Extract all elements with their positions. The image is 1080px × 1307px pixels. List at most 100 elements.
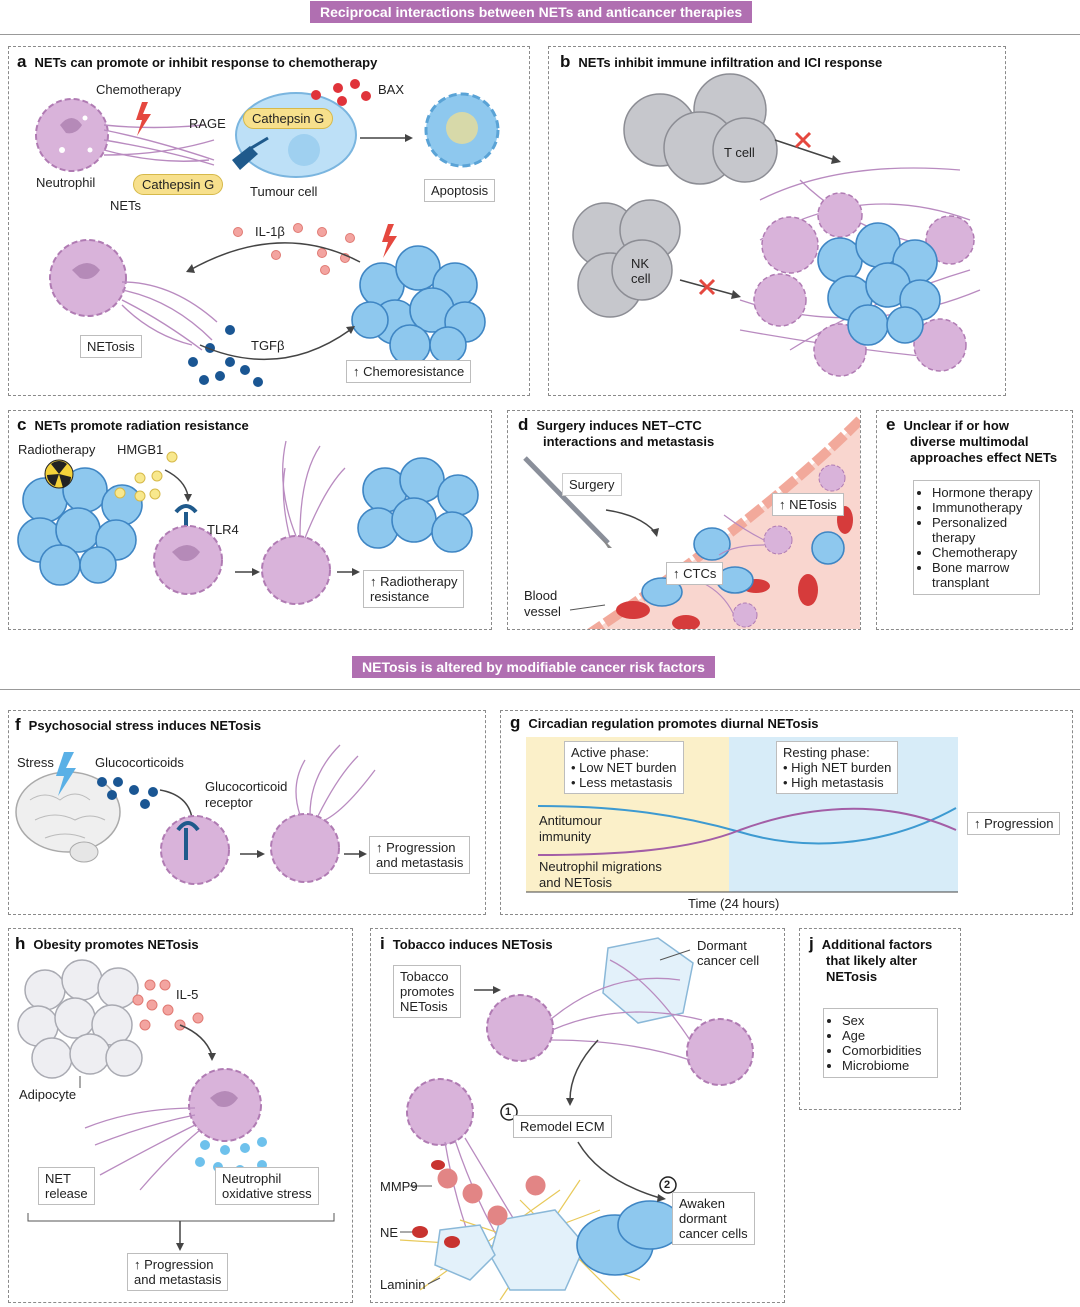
bax-label: BAX (378, 82, 405, 97)
list-item: Sex (842, 1013, 933, 1028)
list-item: Age (842, 1028, 933, 1043)
neutrophil-h-icon (188, 1068, 262, 1142)
radiation-icon (44, 459, 74, 489)
blood-vessel-icon (596, 420, 860, 629)
panel-g (500, 710, 1073, 915)
glucocorticoid-dots (97, 777, 158, 809)
list-item: Personalized therapy (932, 515, 1035, 545)
adipocyte-icon (17, 959, 143, 1079)
neutrophil-curve (537, 807, 957, 856)
resting-phase-box: Resting phase: • High NET burden • High … (776, 741, 899, 794)
nk-cell-label-1: NK (631, 256, 650, 271)
list-item: Bone marrow transplant (932, 560, 1035, 590)
panel-f (8, 710, 486, 915)
netosis-neutrophil-icon (49, 239, 127, 317)
hmgb1-label: HMGB1 (117, 442, 164, 457)
il5-dots (132, 979, 204, 1031)
netosis-d-box: ↑ NETosis (772, 493, 844, 516)
list-item: Comorbidities (842, 1043, 933, 1058)
list-item: Chemotherapy (932, 545, 1035, 560)
top-divider (0, 34, 1080, 35)
step2-label: 2 (664, 1179, 671, 1191)
tumour-cluster-b-icon (817, 222, 941, 346)
apoptosis-cell-icon (424, 92, 500, 168)
list-item: Immunotherapy (932, 500, 1035, 515)
list-item: Hormone therapy (932, 485, 1035, 500)
stress-lightning-icon (56, 752, 76, 796)
panel-j (799, 928, 961, 1110)
active-phase-box: Active phase: • Low NET burden • Less me… (564, 741, 684, 794)
neutrophil-f2-icon (270, 813, 340, 883)
red-blood-cells (616, 506, 853, 629)
scalpel-icon (523, 456, 610, 545)
chemoresistance-box: ↑ Chemoresistance (346, 360, 472, 383)
cathepsin-g-cell: Cathepsin G (243, 108, 334, 129)
panel-a (8, 46, 530, 396)
step2-circle (659, 1176, 677, 1194)
factors-list: Sex Age Comorbidities Microbiome (823, 1008, 938, 1078)
neutrophil-label-2: and NETosis (539, 875, 612, 890)
step1-label: 1 (505, 1106, 512, 1118)
tumour-cluster-icon (351, 245, 486, 366)
panel-h (8, 928, 353, 1303)
neutrophil-d-icons (732, 464, 846, 628)
antitumour-label-2: immunity (539, 829, 592, 844)
chemotherapy-label: Chemotherapy (96, 82, 182, 97)
dormant-cell-icon (602, 937, 694, 1024)
neutrophil-icon (35, 98, 109, 172)
tumour-cluster-c-icon (17, 467, 143, 586)
dormant-label-1: Dormant (697, 938, 747, 953)
il1b-dots (233, 223, 355, 275)
t-cell-label: T cell (724, 145, 755, 160)
neutrophil-i1-icon (486, 994, 554, 1062)
ctc-icons (641, 527, 845, 607)
brain-icon (15, 771, 121, 863)
tumour-cell-label: Tumour cell (250, 184, 318, 199)
vessel-label: vessel (524, 604, 561, 619)
banner-therapies: Reciprocal interactions between NETs and… (310, 1, 753, 23)
antitumour-label-1: Antitumour (539, 813, 602, 828)
tgfb-dots (188, 325, 263, 387)
cathepsin-g-net: Cathepsin G (133, 174, 224, 195)
surgery-box: Surgery (562, 473, 622, 496)
neutrophil-label-1: Neutrophil migrations (539, 859, 662, 874)
time-axis-label: Time (24 hours) (688, 896, 780, 911)
stress-label: Stress (17, 755, 54, 770)
neutrophil-c2-icon (261, 535, 331, 605)
panel-e (876, 410, 1073, 630)
tumour-cluster-c2-icon (357, 457, 479, 553)
neutrophil-cluster-icon (753, 192, 975, 377)
antitumour-curve (537, 805, 957, 845)
apoptosis-box: Apoptosis (424, 179, 496, 202)
banner-risk-factors: NETosis is altered by modifiable cancer … (352, 656, 715, 678)
glucocorticoids-label: Glucocorticoids (95, 755, 184, 770)
net-strands (103, 124, 215, 166)
mid-divider (0, 689, 1080, 690)
tlr4-label: TLR4 (207, 522, 239, 537)
adipocyte-label: Adipocyte (19, 1087, 77, 1102)
panel-d (507, 410, 861, 630)
nk-cell-label-2: cell (631, 271, 651, 286)
block-icon-2 (698, 278, 716, 296)
nets-label: NETs (110, 198, 142, 213)
ne-icons (412, 1160, 460, 1248)
panel-i (370, 928, 785, 1303)
